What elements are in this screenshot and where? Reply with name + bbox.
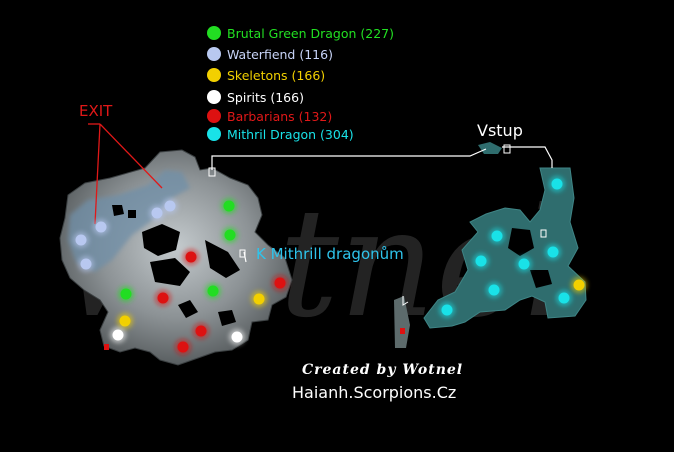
spirit-marker xyxy=(229,329,245,345)
mithril-marker xyxy=(516,256,532,272)
green-marker xyxy=(222,227,238,243)
cave-hole-4 xyxy=(112,205,124,216)
side-passage xyxy=(394,296,410,348)
cave-hole-7 xyxy=(218,310,236,326)
mithril-marker xyxy=(486,282,502,298)
legend-item: Mithril Dragon (304) xyxy=(207,125,354,143)
skeleton-marker xyxy=(571,277,587,293)
mithril-marker xyxy=(489,228,505,244)
credit-text: Created by Wotnel xyxy=(302,362,464,378)
legend-dot xyxy=(207,47,221,61)
waterfiend-marker xyxy=(162,198,178,214)
green-marker xyxy=(118,286,134,302)
mithril-path-label: K Mithrill dragonům xyxy=(256,245,404,263)
lair-floor xyxy=(423,167,587,329)
mithril-marker xyxy=(556,290,572,306)
barbarian-marker xyxy=(193,323,209,339)
legend-label: Mithril Dragon (304) xyxy=(227,126,354,142)
barbarian-marker xyxy=(183,249,199,265)
cave-hole-6 xyxy=(178,300,198,318)
cave-hole-3 xyxy=(205,240,240,278)
barbarian-marker xyxy=(272,275,288,291)
cave-hole-2 xyxy=(150,258,190,286)
mithril-marker xyxy=(439,302,455,318)
skeleton-marker xyxy=(117,313,133,329)
legend-label: Waterfiend (116) xyxy=(227,46,333,62)
mithril-marker xyxy=(473,253,489,269)
legend-label: Spirits (166) xyxy=(227,89,304,105)
legend-dot xyxy=(207,90,221,104)
legend-item: Skeletons (166) xyxy=(207,66,325,84)
cave-hole-5 xyxy=(128,210,136,218)
legend-item: Brutal Green Dragon (227) xyxy=(207,24,394,42)
legend-item: Waterfiend (116) xyxy=(207,45,333,63)
legend-dot xyxy=(207,68,221,82)
spirit-marker xyxy=(110,327,126,343)
water-area xyxy=(68,170,190,272)
cave-hole-1 xyxy=(142,224,180,256)
green-marker xyxy=(221,198,237,214)
waterfiend-marker xyxy=(78,256,94,272)
monster-markers xyxy=(73,176,587,355)
waterfiend-marker xyxy=(93,219,109,235)
red-entry-marker xyxy=(104,344,109,350)
barbarian-marker xyxy=(155,290,171,306)
barbarian-marker xyxy=(175,339,191,355)
lair-inner-hole-2 xyxy=(530,270,552,288)
site-text: Haianh.Scorpions.Cz xyxy=(292,383,457,402)
ladder-icons xyxy=(208,144,547,306)
lair-inner-hole xyxy=(508,228,534,256)
skeleton-marker xyxy=(251,291,267,307)
exit-pointer xyxy=(88,123,163,225)
vstup-label: Vstup xyxy=(477,121,523,140)
mithril-lair xyxy=(394,142,587,348)
mithril-marker xyxy=(545,244,561,260)
red-entry-marker-2 xyxy=(400,328,405,334)
waterfiend-marker xyxy=(149,205,165,221)
legend-dot xyxy=(207,109,221,123)
legend-label: Skeletons (166) xyxy=(227,67,326,83)
waterfiend-marker xyxy=(73,232,89,248)
green-marker xyxy=(205,283,221,299)
mithril-marker xyxy=(549,176,565,192)
legend-label: Brutal Green Dragon (227) xyxy=(227,25,394,41)
legend-dot xyxy=(207,26,221,40)
legend-item: Spirits (166) xyxy=(207,88,304,106)
legend-item: Barbarians (132) xyxy=(207,107,332,125)
legend-dot xyxy=(207,127,221,141)
exit-label: EXIT xyxy=(79,102,113,120)
legend-label: Barbarians (132) xyxy=(227,108,333,124)
entrance-node xyxy=(478,142,502,154)
